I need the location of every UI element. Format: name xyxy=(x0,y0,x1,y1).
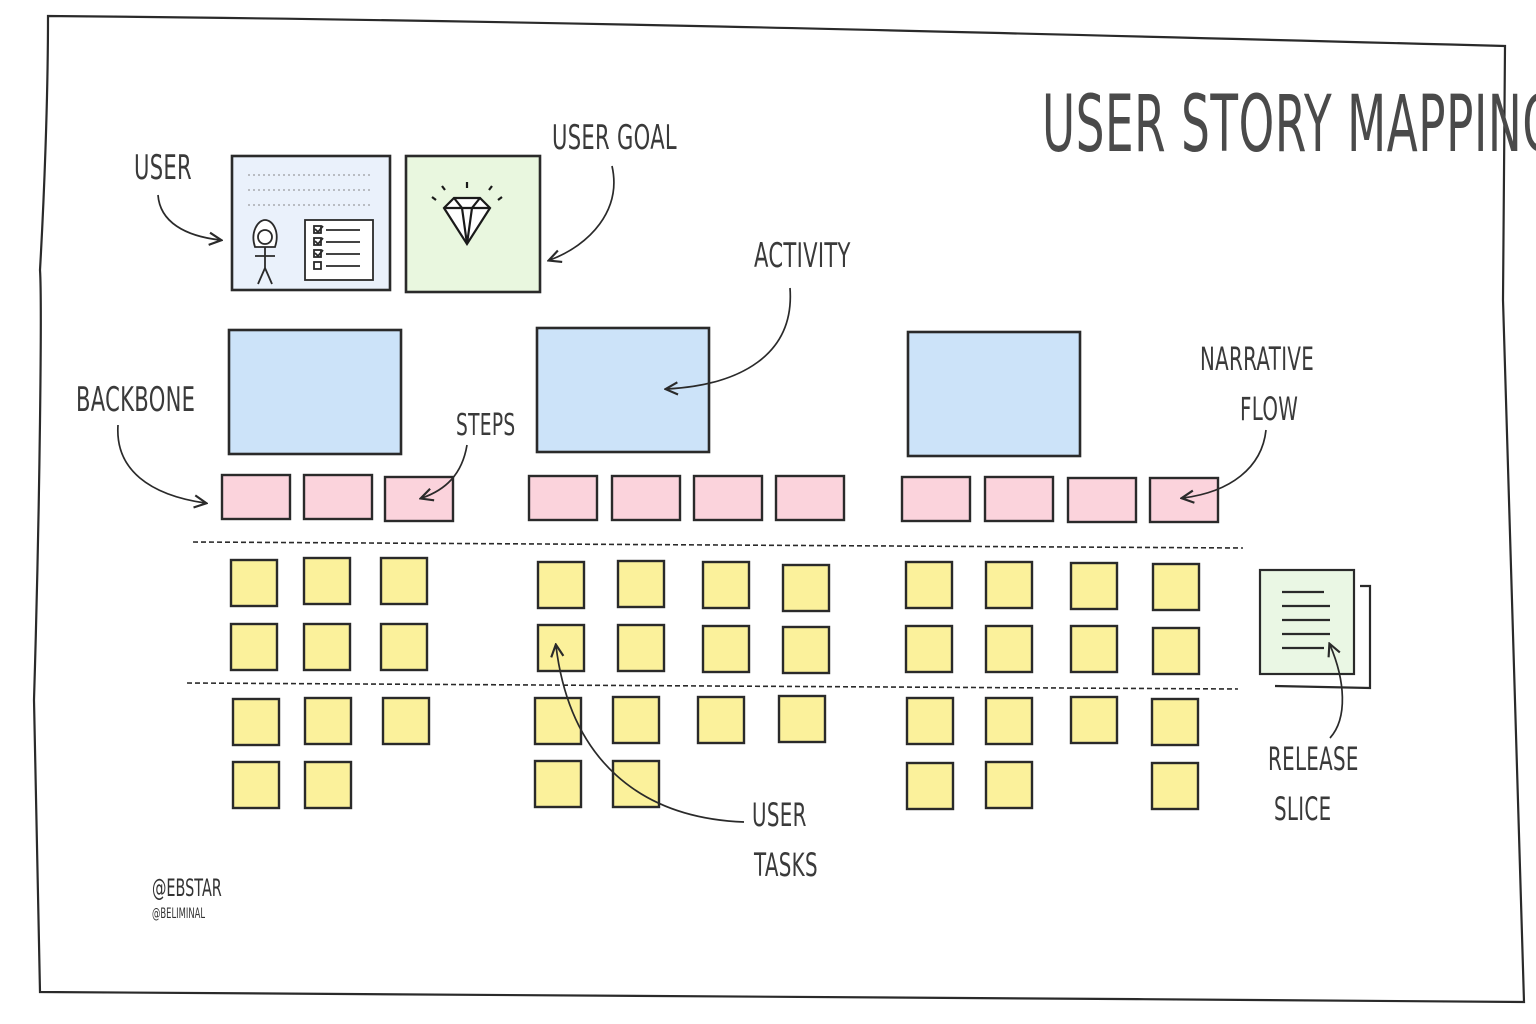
step-card xyxy=(1066,476,1138,524)
task-card xyxy=(381,696,431,746)
step-card xyxy=(610,474,682,522)
activity-card xyxy=(906,330,1082,458)
task-card xyxy=(229,622,279,672)
activity-card xyxy=(227,328,403,456)
task-card xyxy=(533,696,583,746)
arrow xyxy=(117,424,205,503)
release-line xyxy=(186,682,1239,690)
task-card xyxy=(984,760,1034,810)
task-card xyxy=(303,760,353,810)
user-card xyxy=(230,154,392,292)
document-icon xyxy=(1258,568,1372,690)
task-card xyxy=(1151,562,1201,612)
task-card xyxy=(904,560,954,610)
label-flow: flow xyxy=(1240,390,1299,428)
task-card xyxy=(984,560,1034,610)
task-card xyxy=(231,760,281,810)
step-card xyxy=(1148,476,1220,524)
task-card xyxy=(905,761,955,811)
arrow xyxy=(667,287,792,389)
arrow xyxy=(550,165,615,260)
task-card xyxy=(777,694,827,744)
step-card xyxy=(302,473,374,521)
task-card xyxy=(616,623,666,673)
activity-cards xyxy=(227,326,1082,458)
step-card xyxy=(983,475,1055,523)
task-card xyxy=(904,624,954,674)
arrow xyxy=(422,444,468,498)
user-goal-card xyxy=(404,154,542,294)
label-user-tasks-line2: tasks xyxy=(754,846,818,884)
task-card xyxy=(536,560,586,610)
task-card xyxy=(229,558,279,608)
task-card xyxy=(1150,761,1200,811)
task-card xyxy=(536,623,586,673)
task-card xyxy=(701,624,751,674)
task-card xyxy=(303,696,353,746)
step-card xyxy=(383,475,455,523)
task-card xyxy=(616,559,666,609)
arrow xyxy=(1183,429,1267,498)
step-card xyxy=(692,474,764,522)
task-cards xyxy=(229,556,1201,811)
step-card xyxy=(774,474,846,522)
task-card xyxy=(611,695,661,745)
task-card xyxy=(984,696,1034,746)
diamond-icon xyxy=(431,182,503,247)
activity-card xyxy=(535,326,711,454)
step-cards xyxy=(220,473,1220,524)
step-card xyxy=(220,473,292,521)
task-card xyxy=(231,697,281,747)
arrow xyxy=(1330,645,1344,739)
task-card xyxy=(1151,626,1201,676)
step-card xyxy=(900,475,972,523)
credit-ebstar: @ebstar xyxy=(152,874,222,902)
label-user: User xyxy=(134,148,193,188)
task-card xyxy=(905,696,955,746)
arrow xyxy=(556,646,745,823)
task-card xyxy=(781,625,831,675)
checklist-icon xyxy=(304,219,374,281)
task-card xyxy=(696,695,746,745)
task-card xyxy=(379,622,429,672)
task-card xyxy=(1069,624,1119,674)
arrow xyxy=(157,194,220,240)
task-card xyxy=(379,556,429,606)
person-icon xyxy=(252,219,278,285)
task-card xyxy=(1150,697,1200,747)
credit-beliminal: @beliminal xyxy=(152,906,206,922)
task-card xyxy=(701,560,751,610)
page-title: User story mapping xyxy=(1042,80,1536,170)
label-user-goal: User Goal xyxy=(552,118,677,158)
label-release: release xyxy=(1268,740,1359,778)
task-card xyxy=(1069,561,1119,611)
label-backbone: Backbone xyxy=(76,380,196,420)
label-slice: slice xyxy=(1274,790,1332,828)
task-card xyxy=(302,622,352,672)
task-card xyxy=(533,759,583,809)
task-card xyxy=(302,556,352,606)
arrows xyxy=(117,165,1344,823)
label-user-tasks-line1: user xyxy=(752,796,807,834)
label-steps: steps xyxy=(456,408,516,443)
task-card xyxy=(1069,695,1119,745)
task-card xyxy=(984,624,1034,674)
release-line xyxy=(192,541,1244,549)
step-card xyxy=(527,474,599,522)
label-activity: Activity xyxy=(754,236,851,276)
label-narrative: narrative xyxy=(1200,340,1315,378)
task-card xyxy=(781,563,831,613)
